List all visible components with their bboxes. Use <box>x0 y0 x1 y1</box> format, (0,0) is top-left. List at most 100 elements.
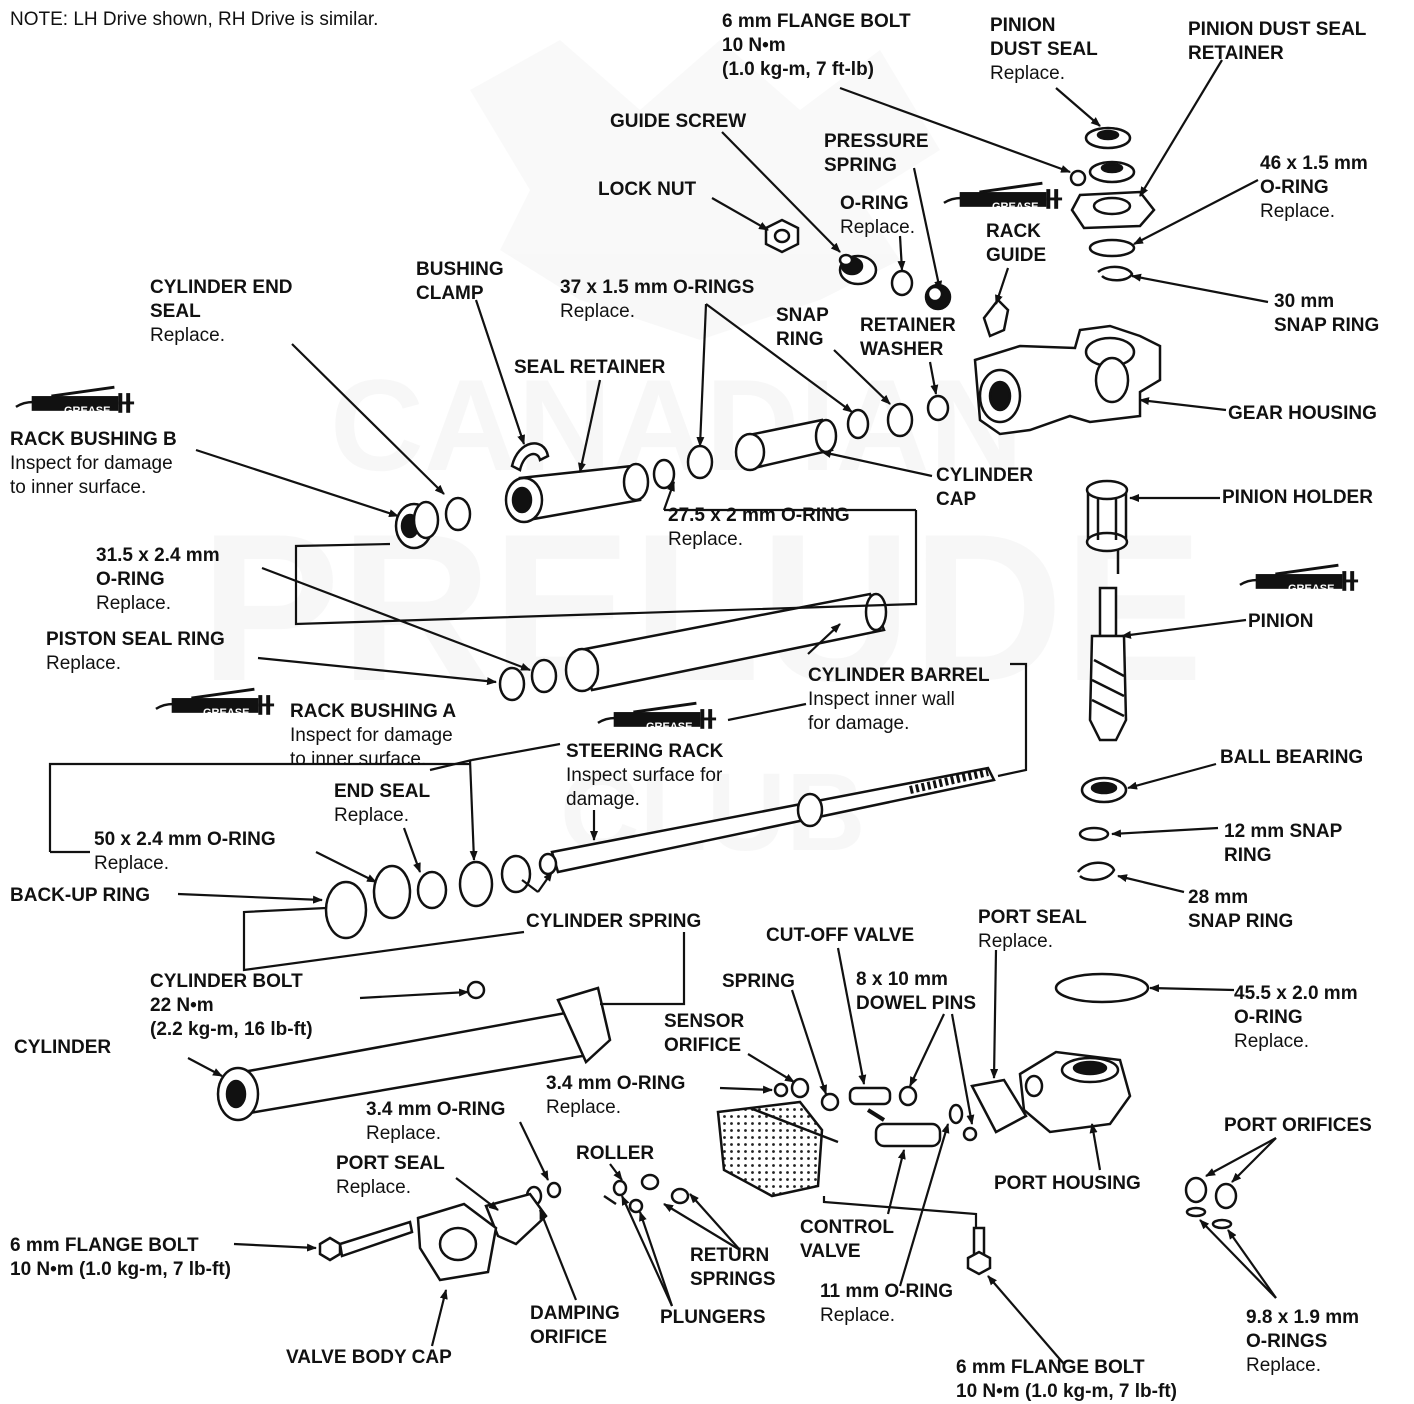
retainer-washer-part <box>926 394 950 422</box>
label-gear-housing: GEAR HOUSING <box>1228 403 1377 424</box>
o-ring-27-part <box>652 458 676 490</box>
backup-ring-part <box>324 880 368 940</box>
label-pinion: PINION <box>1248 611 1314 632</box>
rack-guide-part <box>982 298 1010 338</box>
label-seal-retainer: SEAL RETAINER <box>514 357 666 378</box>
cylinder-bolt-part <box>466 980 486 1000</box>
svg-text:GREASE: GREASE <box>64 405 110 417</box>
guide-screw-part <box>838 253 878 286</box>
end-seal-part <box>416 870 448 910</box>
grease-gun-icon: GREASE <box>14 385 136 417</box>
label-cylinder: CYLINDER <box>14 1037 112 1058</box>
parts <box>216 126 1238 1282</box>
o-ring-37-part <box>846 408 870 440</box>
o-ring-45-part <box>1054 972 1150 1004</box>
snap-ring-part <box>886 402 914 438</box>
cutoff-valve-part <box>848 1086 892 1106</box>
flange-bolt-left-part <box>318 1220 414 1262</box>
label-pinion-holder: PINION HOLDER <box>1222 487 1373 508</box>
pressure-spring-part <box>924 283 952 311</box>
label-ball-bearing: BALL BEARING <box>1220 747 1364 768</box>
label-spring: SPRING <box>722 971 795 992</box>
control-valve-part <box>874 1122 942 1148</box>
o-ring-46-part <box>1088 238 1136 258</box>
label-valve-body-cap: VALVE BODY CAP <box>286 1347 452 1368</box>
port-seal-right-part <box>970 1078 1028 1134</box>
gear-housing-part <box>973 324 1162 436</box>
port-orifices-part <box>1184 1176 1238 1230</box>
dowel-pin-part <box>898 1085 918 1107</box>
grease-gun-icon: GREASE <box>154 687 276 719</box>
o-ring-34-part <box>546 1181 562 1199</box>
svg-text:GREASE: GREASE <box>203 707 249 719</box>
cylinder-end-seal-part <box>444 496 472 532</box>
svg-text:GREASE: GREASE <box>1288 583 1334 595</box>
cylinder-spring-part <box>538 852 558 876</box>
snap-ring-12-part <box>1078 826 1110 842</box>
o-ring-11-part <box>948 1103 964 1125</box>
o-ring-31-part <box>530 658 558 694</box>
svg-text:GREASE: GREASE <box>992 201 1038 213</box>
label-port-orifices: PORT ORIFICES <box>1224 1115 1372 1136</box>
label-guide-screw: GUIDE SCREW <box>610 111 747 132</box>
piston-seal-ring-part <box>498 666 526 702</box>
note-text: NOTE: LH Drive shown, RH Drive is simila… <box>10 9 379 30</box>
leader-lines <box>48 59 1277 1365</box>
grease-gun-icon: GREASE <box>1238 563 1360 595</box>
sensor-orifice-o-ring-part <box>773 1082 789 1098</box>
guide-o-ring-part <box>890 269 914 297</box>
valve-body-part <box>716 1100 839 1198</box>
flange-bolt-bottom-part <box>966 1226 992 1276</box>
steering-rack-part <box>550 766 996 874</box>
label-roller: ROLLER <box>576 1143 655 1164</box>
spring-part <box>820 1092 840 1112</box>
label-cylinder-spring: CYLINDER SPRING <box>526 911 702 932</box>
sensor-orifice-part <box>790 1077 810 1099</box>
grease-gun-icon: GREASE <box>942 181 1064 213</box>
flange-bolt-top-part <box>1069 169 1087 187</box>
rack-bushing-b-part <box>394 500 440 550</box>
cylinder-barrel-part <box>564 592 888 693</box>
snap-ring-28-part <box>1076 861 1116 882</box>
label-port-housing: PORT HOUSING <box>994 1173 1141 1194</box>
o-ring-50-part <box>372 864 412 920</box>
rack-bushing-a-part <box>458 860 494 908</box>
end-seal-part <box>500 854 532 894</box>
seal-retainer-part <box>504 462 650 524</box>
